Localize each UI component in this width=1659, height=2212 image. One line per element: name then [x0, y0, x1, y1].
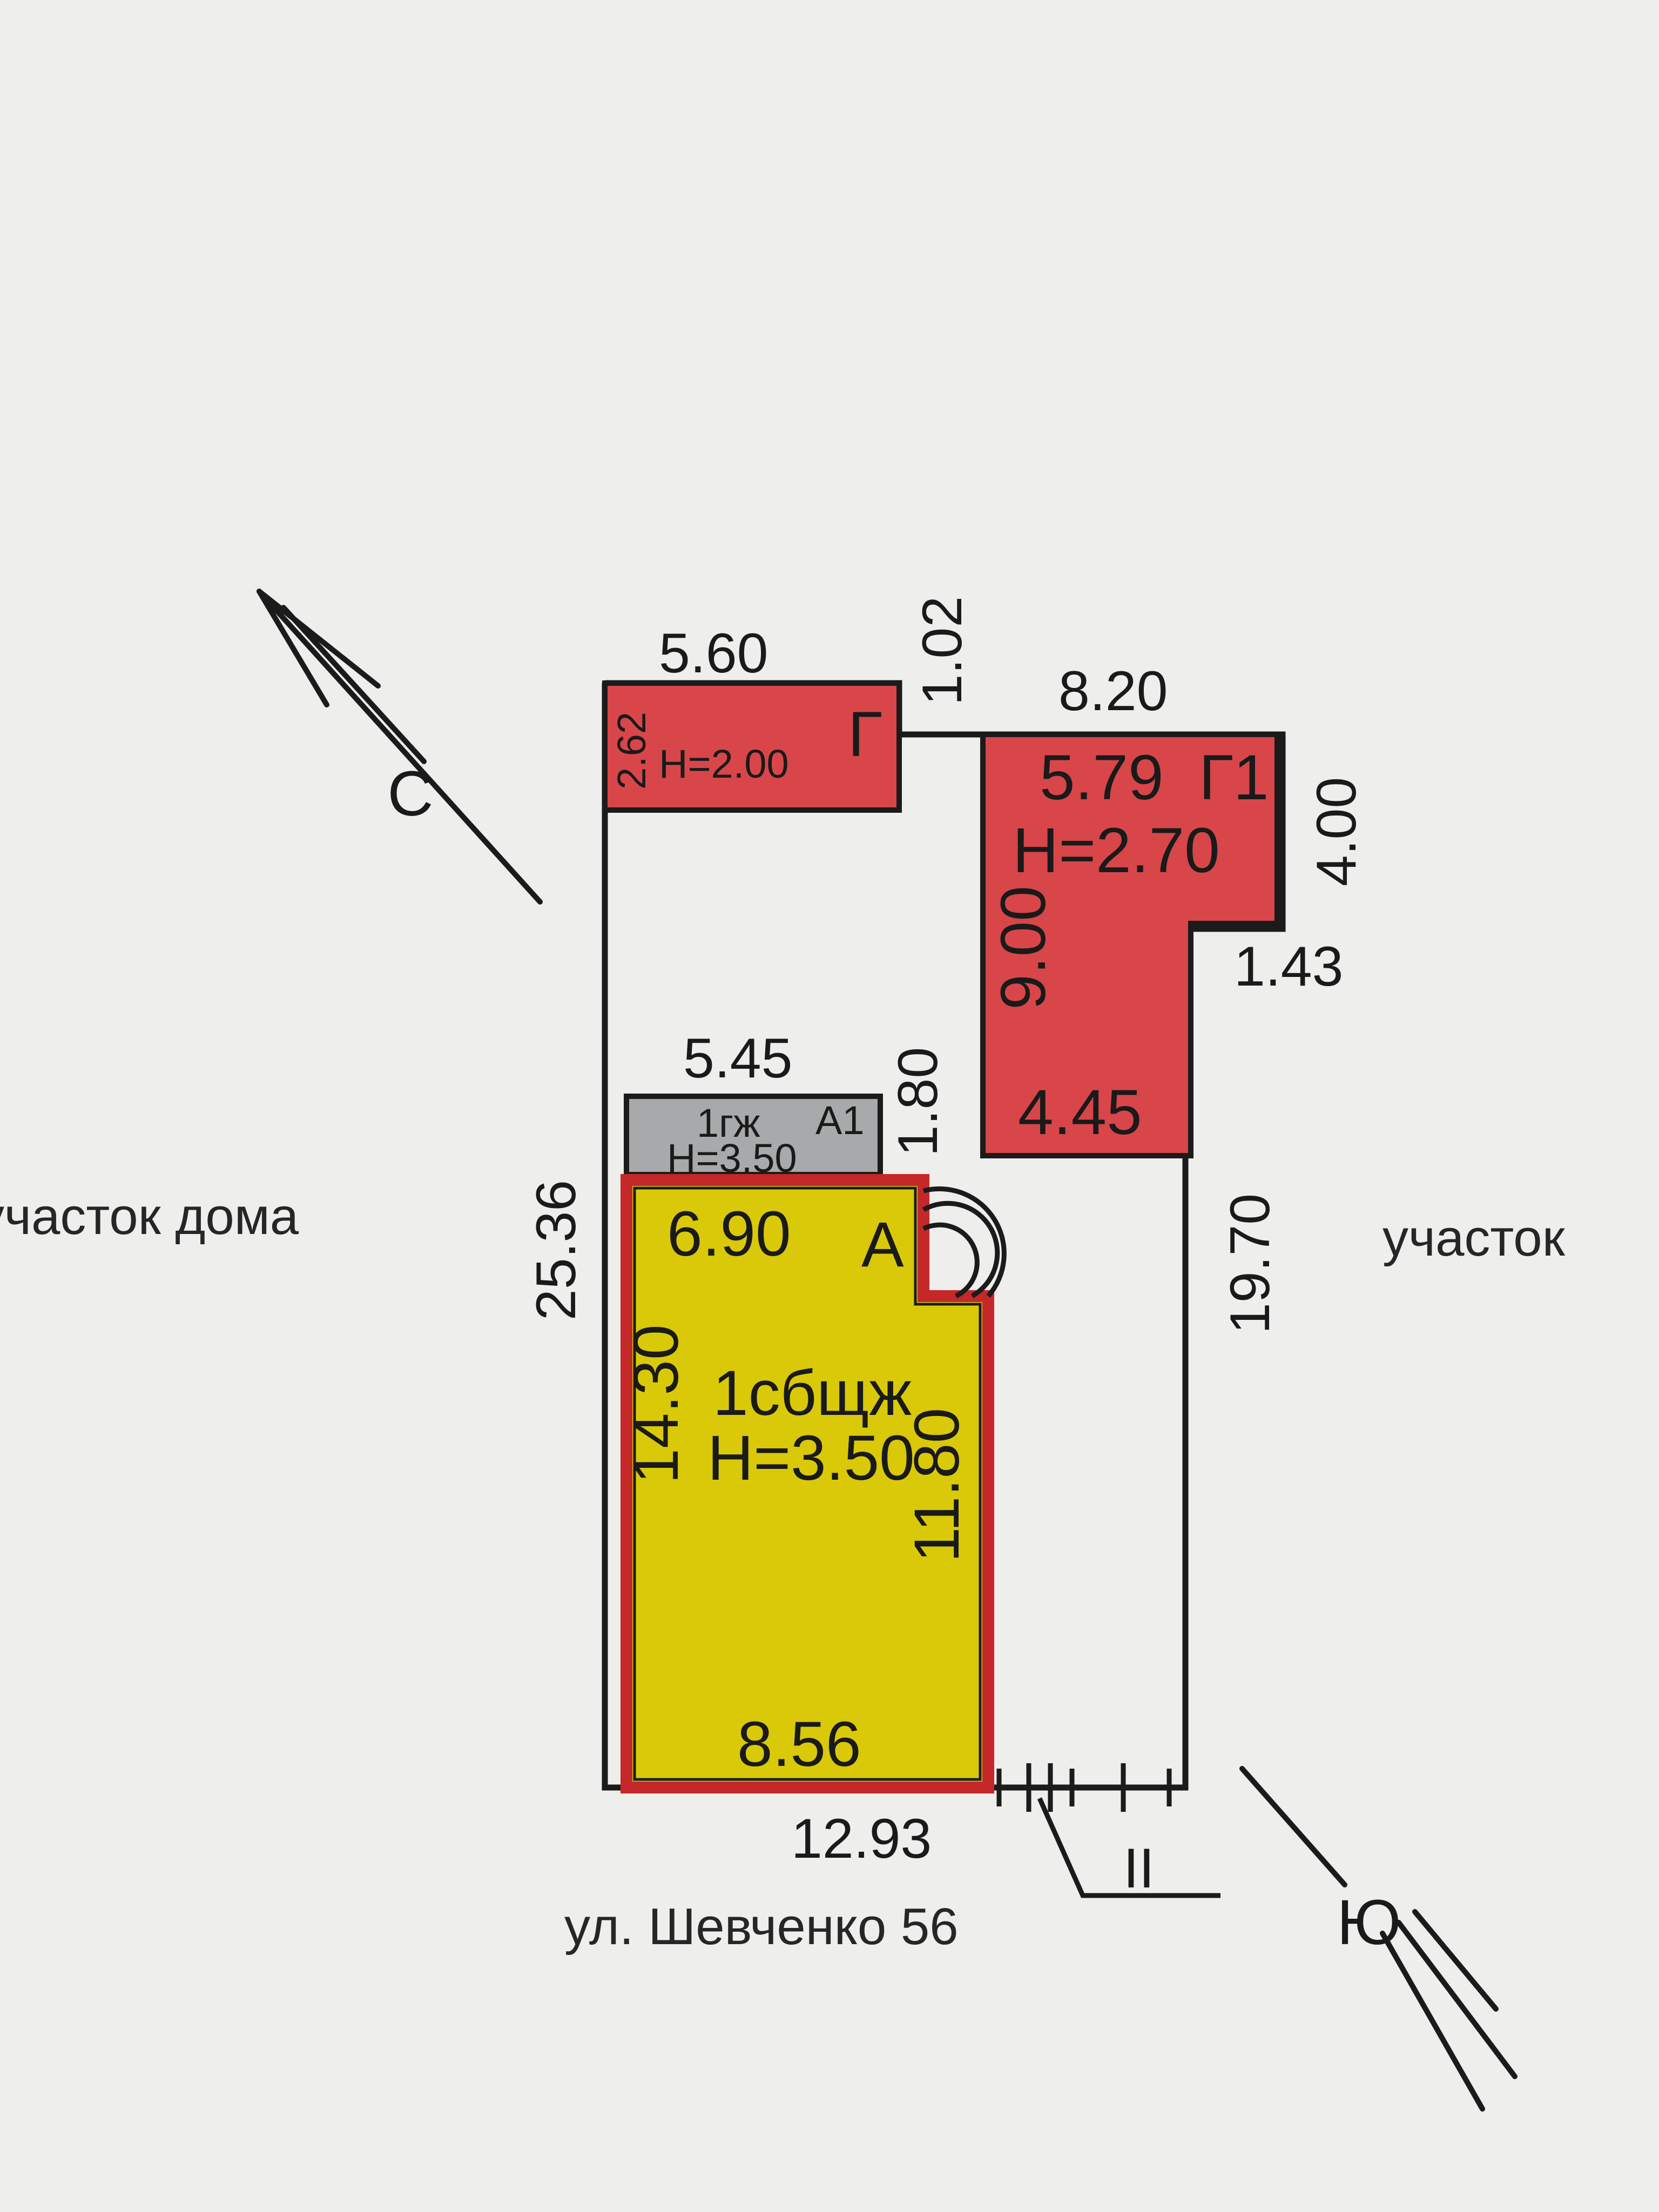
plot-right-step-horizontal-dim: 1.43 [1234, 935, 1343, 998]
gate-mark: II [1123, 1837, 1155, 1900]
plot-top-right-dim: 8.20 [1058, 660, 1168, 723]
plot-bottom-dim: 12.93 [791, 1808, 932, 1870]
street-label: ул. Шевченко 56 [564, 1898, 959, 1955]
annex-height: H=3.50 [667, 1136, 797, 1181]
house-top-dim: 6.90 [667, 1198, 791, 1270]
house-code: А [861, 1209, 904, 1280]
plot-top-step-dim: 1.02 [911, 596, 974, 705]
shed-top-dim: 5.79 [1040, 742, 1164, 813]
north-arrow-icon [257, 589, 543, 905]
house-height: H=3.50 [707, 1422, 915, 1494]
shed-bottom-dim: 4.45 [1018, 1077, 1142, 1148]
south-label: Ю [1337, 1887, 1401, 1958]
house-left-dim: 14.30 [621, 1324, 692, 1483]
garage-code: Г [848, 699, 882, 770]
gate-marks [996, 1763, 1220, 1898]
house-label: 1сбщж [713, 1358, 912, 1429]
house-bottom-dim: 8.56 [737, 1709, 861, 1780]
shed-code: Г1 [1199, 742, 1269, 813]
porch-arc-icon [922, 1186, 1007, 1299]
annex-top-dim: 5.45 [683, 1027, 792, 1090]
neighbor-left-label: участок дома [0, 1188, 299, 1245]
south-arrow-icon [1239, 1766, 1518, 2112]
annex-right-dim: 1.80 [887, 1047, 949, 1156]
garage-height: H=2.00 [659, 741, 789, 786]
garage-left-dim: 2.62 [609, 712, 654, 790]
neighbor-right-label: участок [1382, 1209, 1566, 1267]
plot-left-dim: 25.36 [525, 1180, 588, 1320]
plot-right-dim: 19.70 [1219, 1193, 1282, 1334]
shed-height: H=2.70 [1013, 815, 1220, 886]
annex-code: А1 [815, 1098, 865, 1143]
annex-building [624, 1094, 883, 1177]
plot-top-left-dim: 5.60 [659, 622, 768, 685]
north-label: С [387, 758, 433, 830]
annex-label: 1гж [697, 1101, 760, 1145]
garage-building [602, 680, 902, 813]
shed-building [980, 732, 1280, 1158]
house-right-dim: 11.80 [901, 1408, 973, 1563]
plot-right-step-vertical-dim: 4.00 [1305, 777, 1368, 886]
shed-left-dim: 9.00 [988, 886, 1059, 1010]
house-inner-outline [633, 1186, 982, 1781]
